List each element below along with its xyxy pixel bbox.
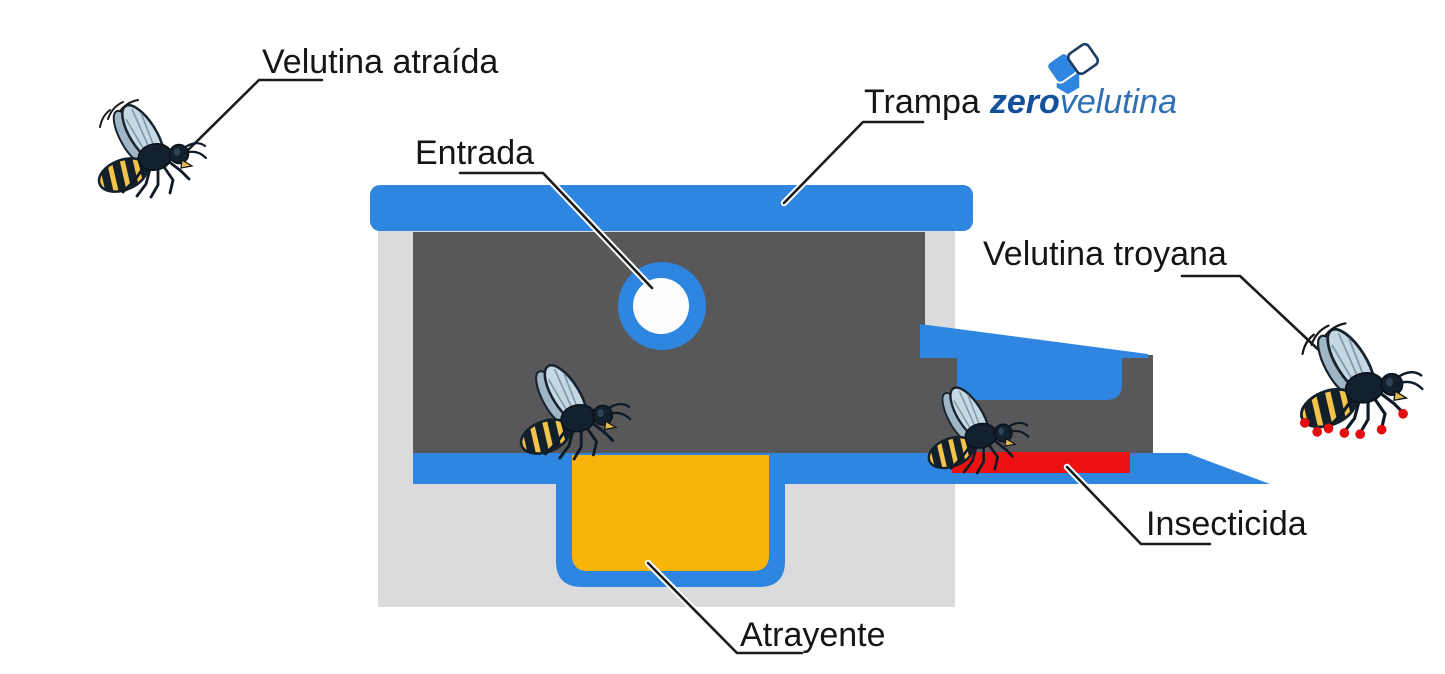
brand-zero-text: zero (989, 83, 1060, 121)
atrayente-leader-line (646, 561, 804, 655)
exit-ceiling-baffle (920, 324, 1148, 400)
entrance-hole (633, 278, 689, 334)
trampa-label: Trampa (864, 83, 980, 121)
entrada-leader-line (458, 171, 654, 290)
velutina-troyana-label: Velutina troyana (983, 235, 1227, 273)
velutina-atraida-label: Velutina atraída (262, 43, 499, 81)
brand-logo-icon (1046, 42, 1100, 96)
wasp-trojan-illustration (1295, 322, 1422, 439)
brand-velutina-text: velutina (1059, 83, 1178, 121)
velutina-troyana-leader-line (1180, 274, 1325, 356)
leader-lines (178, 76, 1327, 657)
trampa-leader-line (782, 120, 925, 205)
attractant-bait (572, 455, 769, 571)
insecticida-label: Insecticida (1146, 505, 1307, 543)
velutina-atraida-leader-line (180, 78, 324, 158)
atrayente-label: Atrayente (740, 616, 886, 654)
insecticida-leader-line (1065, 465, 1212, 546)
entrada-label: Entrada (415, 134, 535, 172)
trap-lid (370, 185, 973, 231)
trap-floor (413, 453, 1270, 484)
